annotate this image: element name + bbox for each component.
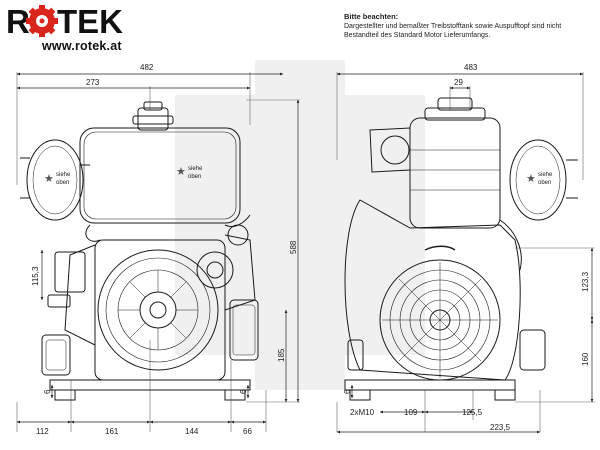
annotation-siehe: siehe [188,166,203,172]
dim-front-bottom-a: 112 [36,427,49,436]
star-icon: ★ [44,173,54,185]
notice-box: Bitte beachten: Dargestellter und bemaßt… [344,12,594,40]
notice-line-1: Dargestellter und bemaßter Treibstofftan… [344,23,562,30]
dim-front-bottom-c: 144 [185,427,199,436]
dim-side-foot-thickness: 6 [343,389,352,394]
website-url[interactable]: www.rotek.at [42,39,122,53]
annotation-siehe: siehe [56,172,71,178]
logo-gear-icon [26,5,58,37]
star-annotation-front-tank: ★ siehe oben [176,166,203,180]
star-annotation-side-muffler: ★ siehe oben [526,172,553,186]
dim-front-foot-thickness-right: 6 [239,389,248,394]
dim-front-height-total: 588 [289,240,298,254]
logo-text-tek: TEK [57,3,123,40]
annotation-oben: oben [538,180,551,186]
dim-side-bottom-c: 223,5 [490,423,511,432]
star-icon: ★ [526,173,536,185]
star-icon: ★ [176,166,186,178]
dim-front-width-total: 482 [140,63,154,72]
annotation-siehe: siehe [538,172,553,178]
side-dimensions [336,72,594,434]
dim-side-bottom-b: 125,5 [462,408,483,417]
dim-side-thread: 2xM10 [350,408,375,417]
dim-side-width-total: 483 [464,63,478,72]
dim-front-foot-thickness-left: 6 [43,389,52,394]
notice-line-2: Bestandteil des Standard Motor Lieferumf… [344,32,491,39]
rotek-logo: R TEK [6,3,123,40]
front-view [16,72,300,432]
dim-side-bottom-a: 109 [404,408,418,417]
dim-side-height-a: 123,3 [581,271,590,292]
dim-front-bottom-d: 66 [243,427,252,436]
notice-title: Bitte beachten: [344,12,399,21]
annotation-oben: oben [56,180,69,186]
dim-front-foot-height: 185 [277,348,286,362]
dim-side-top-offset: 29 [454,78,463,87]
dim-front-bottom-b: 161 [105,427,119,436]
dim-side-height-b: 160 [581,352,590,366]
dim-front-width-left: 273 [86,78,100,87]
dim-front-shaft-height: 115,3 [31,266,40,286]
watermark-gear [175,60,425,390]
star-annotation-front-muffler: ★ siehe oben [44,172,71,186]
annotation-oben: oben [188,174,201,180]
side-view [336,72,595,432]
front-dimensions [16,72,300,424]
